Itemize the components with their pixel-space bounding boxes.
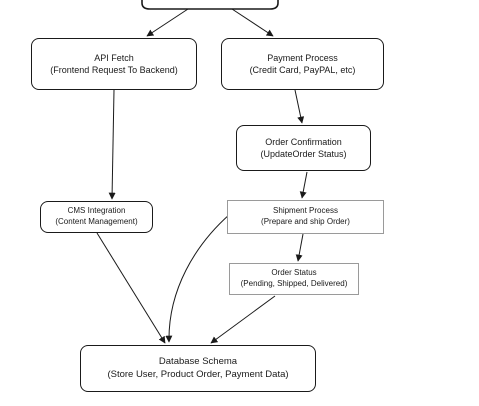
edge-top-to-api-fetch [146,8,189,37]
node-payment-process-title: Payment Process [267,52,338,63]
node-payment-process: Payment Process (Credit Card, PayPAL, et… [221,38,384,90]
node-order-status: Order Status (Pending, Shipped, Delivere… [229,263,359,295]
top-node-edge [141,0,279,10]
edge-order-status-to-database [210,295,276,344]
edge-shipment-to-database [165,213,231,343]
node-shipment-process-subtitle: (Prepare and ship Order) [261,217,350,226]
node-database-schema-title: Database Schema [158,355,238,367]
node-database-schema: Database Schema (Store User, Product Ord… [80,345,316,392]
node-order-status-title: Order Status [271,268,317,278]
node-api-fetch-subtitle: (Frontend Request To Backend) [50,65,178,75]
edge-api-fetch-to-cms [108,89,116,200]
node-order-confirmation: Order Confirmation (UpdateOrder Status) [236,125,371,171]
node-cms-integration-title: CMS Integration [67,206,126,216]
node-order-status-subtitle: (Pending, Shipped, Delivered) [240,279,348,288]
edge-shipment-to-order-status [295,233,304,262]
node-order-confirmation-title: Order Confirmation [265,136,342,147]
edge-top-to-payment [231,8,274,37]
node-api-fetch: API Fetch (Frontend Request To Backend) [31,38,197,90]
node-payment-process-subtitle: (Credit Card, PayPAL, etc) [249,65,356,75]
node-shipment-process-title: Shipment Process [273,206,338,216]
node-api-fetch-title: API Fetch [94,52,134,63]
node-cms-integration: CMS Integration (Content Management) [40,201,153,233]
node-database-schema-subtitle: (Store User, Product Order, Payment Data… [107,368,289,380]
node-cms-integration-subtitle: (Content Management) [55,217,138,226]
node-shipment-process: Shipment Process (Prepare and ship Order… [227,200,384,234]
edge-order-confirmation-to-shipment [299,171,308,199]
edge-payment-to-order-confirmation [294,89,305,124]
node-order-confirmation-subtitle: (UpdateOrder Status) [260,149,347,159]
edge-cms-to-database [96,232,166,344]
